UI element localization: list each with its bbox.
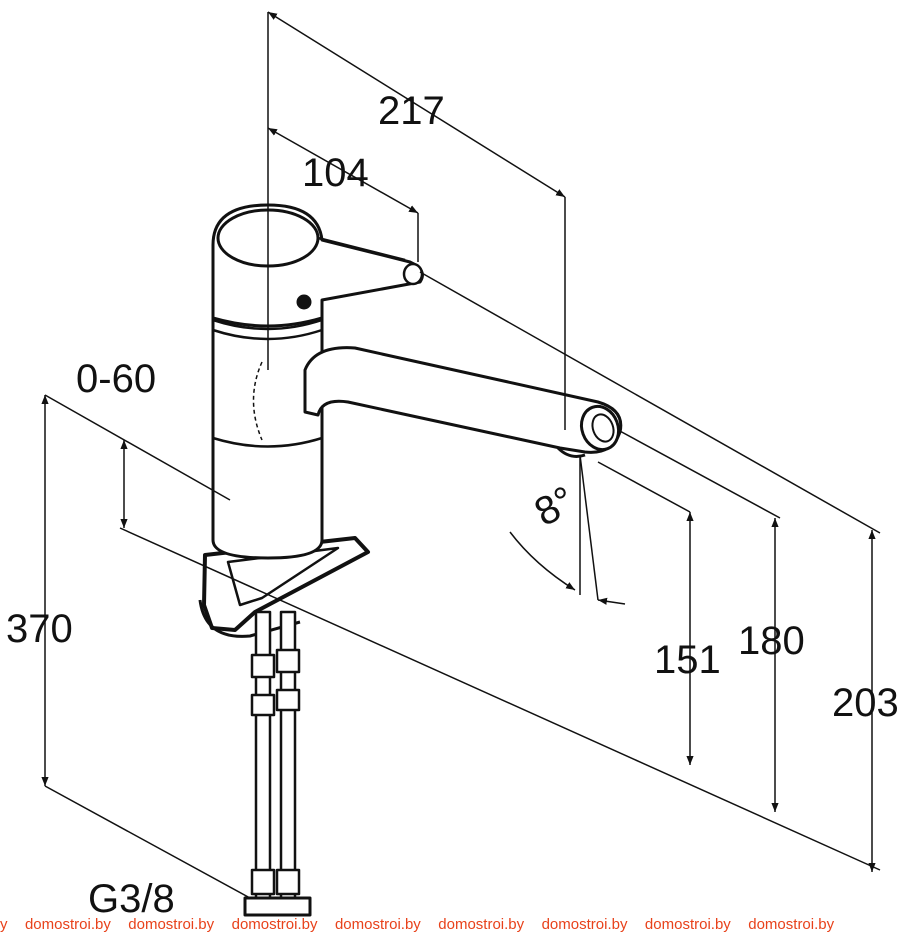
supply-hoses xyxy=(243,610,312,917)
faucet-outline xyxy=(198,203,623,917)
dimension-lines xyxy=(41,11,881,899)
watermark-text: domostroi.by xyxy=(334,916,421,933)
dim-adjustment-range: 0-60 xyxy=(76,357,156,401)
dim-total-reach: 217 xyxy=(378,89,445,133)
watermark-fragment: y xyxy=(0,916,8,933)
dim-spout-height: 180 xyxy=(738,619,805,663)
dim-hose-length: 370 xyxy=(6,607,73,651)
watermark-text: domostroi.by xyxy=(748,916,835,933)
watermark-text: domostroi.by xyxy=(231,916,318,933)
dim-total-height: 203 xyxy=(832,681,899,725)
dim-outlet-height: 151 xyxy=(654,638,721,682)
faucet-body xyxy=(211,273,324,560)
dimension-labels: 217 104 0-60 370 G3/8 8° 151 180 203 xyxy=(6,89,899,921)
watermark-strip: y domostroi.by domostroi.by domostroi.by… xyxy=(0,910,910,946)
watermark-text: domostroi.by xyxy=(438,916,525,933)
dim-connection-thread: G3/8 xyxy=(88,877,175,921)
dim-spout-angle: 8° xyxy=(528,478,582,535)
watermark-text: domostroi.by xyxy=(128,916,215,933)
watermark-text: domostroi.by xyxy=(644,916,731,933)
watermark-text: domostroi.by xyxy=(24,916,111,933)
watermark-text: domostroi.by xyxy=(541,916,628,933)
spout xyxy=(303,346,623,454)
watermark-row: y domostroi.by domostroi.by domostroi.by… xyxy=(0,916,847,934)
dim-lever-reach: 104 xyxy=(302,151,369,195)
